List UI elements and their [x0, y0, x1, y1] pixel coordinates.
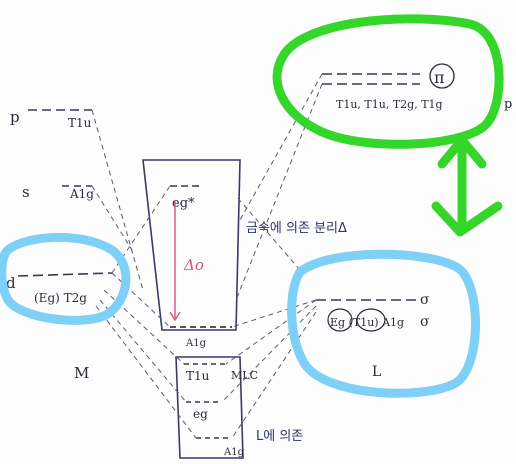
sigma-symbol-top: σ — [420, 292, 430, 308]
delta-arrow-head — [169, 311, 181, 322]
t1u-label: T1u — [186, 369, 210, 383]
sigma-orbitals: Eg (T1u) A1g — [330, 316, 404, 329]
sigma-symbol: σ — [420, 314, 430, 330]
pi-orbitals: T1u, T1u, T2g, T1g — [336, 98, 443, 111]
green-double-arrow — [431, 135, 503, 237]
right-edge-p-label: p — [504, 97, 512, 112]
metal-d-level: d (Eg) T2g — [6, 272, 113, 305]
korean-note-top: 금속에 의존 분리Δ — [246, 221, 347, 236]
ligand-sigma-level: σ Eg (T1u) A1g σ — [316, 292, 430, 332]
blue-highlight-right — [287, 249, 480, 398]
metal-s-label: s — [22, 183, 30, 201]
correlation-lines — [91, 73, 323, 439]
mlc-label: MLC — [231, 369, 258, 382]
metal-d-label: d — [6, 274, 16, 292]
metal-d-orbitals: (Eg) T2g — [34, 291, 87, 305]
ligand-label: L — [372, 364, 381, 380]
metal-p-label: p — [10, 108, 20, 126]
a1g-center-label: A1g — [185, 338, 207, 349]
green-highlight-loop — [272, 14, 504, 149]
blue-highlight-left — [0, 232, 131, 325]
metal-p-orbital: T1u — [68, 116, 92, 130]
eg-star-label: eg* — [172, 196, 195, 211]
bonding-box: T1u MLC eg A1g — [175, 356, 258, 459]
metal-s-level: s A1g — [22, 183, 94, 201]
korean-note-bottom: L에 의존 — [256, 429, 303, 444]
pi-label: π — [434, 68, 445, 87]
metal-s-orbital: A1g — [69, 187, 94, 201]
delta-o-label: Δo — [183, 256, 204, 274]
eg-label: eg — [193, 407, 208, 421]
ligand-pi-level: π T1u, T1u, T2g, T1g — [322, 63, 455, 111]
metal-p-level: p T1u — [10, 108, 92, 130]
antibonding-box: eg* Δo — [142, 159, 241, 331]
a1g-bottom-label: A1g — [223, 447, 245, 458]
metal-d-line — [17, 272, 113, 277]
metal-label: M — [74, 364, 89, 382]
